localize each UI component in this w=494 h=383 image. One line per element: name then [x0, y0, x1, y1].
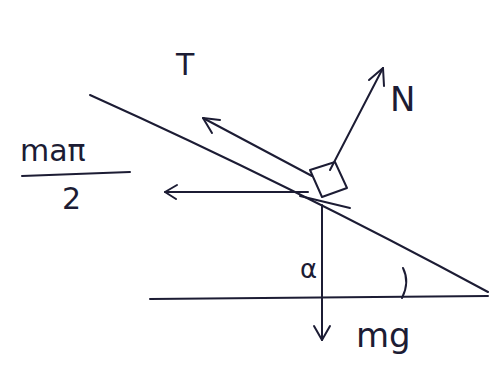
force-label: T	[176, 50, 194, 80]
normal-arrow	[330, 68, 383, 170]
force-label: maπ	[20, 136, 86, 166]
fraction-denominator: 2	[62, 184, 81, 214]
arrowhead	[165, 185, 177, 199]
arrowhead	[369, 68, 384, 86]
fraction-bar	[22, 172, 130, 176]
arrowhead	[203, 118, 220, 133]
tension-arrow	[203, 118, 312, 176]
block-base	[300, 196, 350, 208]
incline-line	[90, 95, 488, 292]
force-label: mg	[356, 318, 411, 352]
ground-line	[150, 296, 488, 299]
inertial-force-arrow	[165, 191, 308, 193]
gravity-arrow	[321, 205, 323, 340]
force-label: N	[390, 82, 415, 116]
block	[310, 162, 347, 197]
angle-label: α	[300, 256, 317, 282]
arrowhead	[314, 326, 330, 340]
angle-arc	[402, 268, 406, 298]
